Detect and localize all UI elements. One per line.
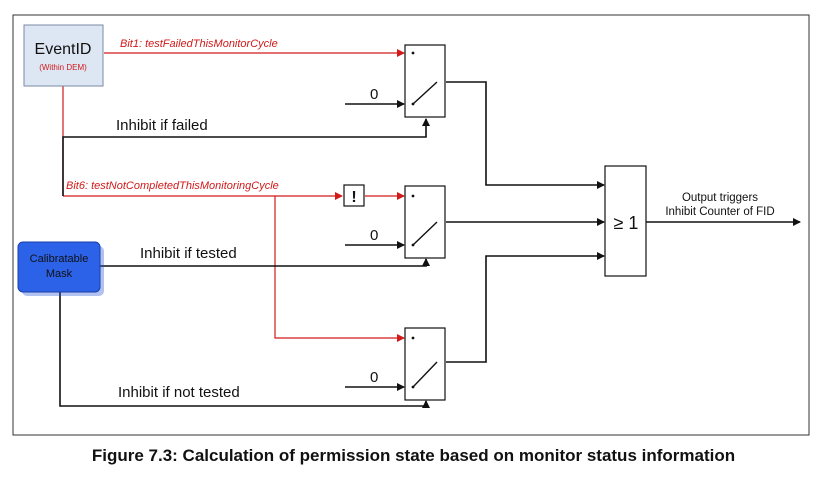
switch-2 xyxy=(404,185,446,259)
switch3-out-wire xyxy=(446,252,605,363)
output-line2: Inhibit Counter of FID xyxy=(665,206,774,218)
zero-label-2: 0 xyxy=(370,227,378,244)
switch-3 xyxy=(404,327,446,401)
or-gate: ≥ 1 xyxy=(604,165,647,277)
switch1-out-wire xyxy=(446,81,605,189)
bit6-branch-wire xyxy=(274,196,405,342)
diagram-frame xyxy=(12,14,810,436)
permission-state-diagram: EventID (Within DEM) Calibratable Mask B… xyxy=(12,14,810,436)
inhibit-tested-label: Inhibit if tested xyxy=(140,245,237,262)
zero-label-3: 0 xyxy=(370,369,378,386)
or-gate-symbol: ≥ 1 xyxy=(614,213,639,233)
not-gate-symbol: ! xyxy=(351,189,356,206)
calibratable-mask-box: Calibratable Mask xyxy=(17,241,104,296)
output-line1: Output triggers xyxy=(682,192,758,204)
bit6-label: Bit6: testNotCompletedThisMonitoringCycl… xyxy=(66,180,279,192)
zero-label-1: 0 xyxy=(370,86,378,103)
figure-caption: Figure 7.3: Calculation of permission st… xyxy=(91,446,736,465)
event-id-box: EventID (Within DEM) xyxy=(23,24,104,87)
mask-line2: Mask xyxy=(46,268,73,280)
bit1-label: Bit1: testFailedThisMonitorCycle xyxy=(120,38,278,50)
switch-1 xyxy=(404,44,446,118)
event-id-subtitle: (Within DEM) xyxy=(39,63,87,72)
event-id-title: EventID xyxy=(35,41,92,58)
inhibit-not-tested-label: Inhibit if not tested xyxy=(118,384,240,401)
inhibit-failed-label: Inhibit if failed xyxy=(116,117,208,134)
inhibit-failed-wire xyxy=(62,118,430,196)
inhibit-not-tested-wire xyxy=(59,292,430,408)
inhibit-tested-wire xyxy=(100,258,430,267)
mask-line1: Calibratable xyxy=(30,253,89,265)
not-gate: ! xyxy=(343,184,365,207)
